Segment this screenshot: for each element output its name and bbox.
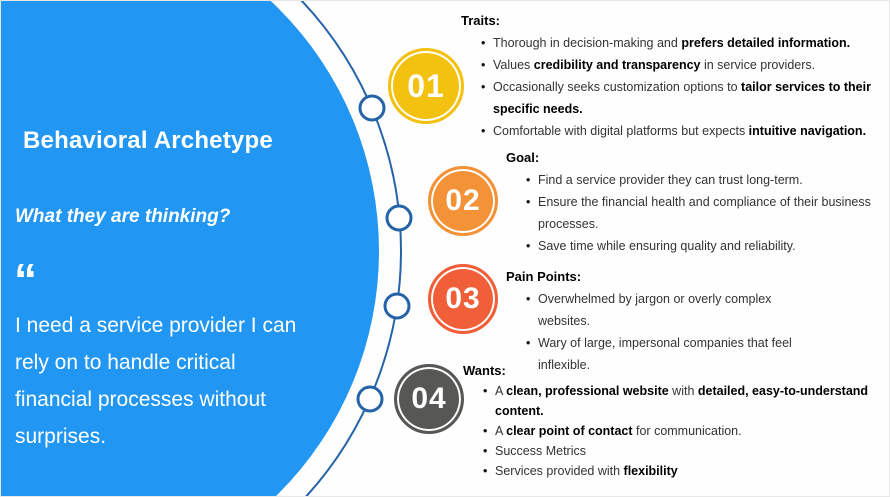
step-2-badge: 02 bbox=[428, 166, 498, 236]
pain-points-heading: Pain Points: bbox=[506, 269, 582, 284]
page-title: Behavioral Archetype bbox=[23, 127, 273, 154]
bullet-item: Thorough in decision-making and prefers … bbox=[481, 32, 887, 54]
thinking-subtitle: What they are thinking? bbox=[15, 206, 231, 227]
bullet-item: Ensure the financial health and complian… bbox=[526, 191, 884, 235]
bullet-item: Wary of large, impersonal companies that… bbox=[526, 332, 818, 376]
left-panel: Behavioral Archetype What they are think… bbox=[1, 1, 401, 496]
step-4-number: 04 bbox=[411, 382, 447, 415]
bullet-item: Save time while ensuring quality and rel… bbox=[526, 235, 884, 257]
goal-list: Find a service provider they can trust l… bbox=[506, 169, 884, 257]
goal-section: Goal: Find a service provider they can t… bbox=[506, 147, 884, 257]
wants-list: A clean, professional website with detai… bbox=[463, 381, 885, 481]
traits-heading: Traits: bbox=[461, 13, 501, 28]
timeline-arc bbox=[300, 1, 402, 496]
bullet-item: Success Metrics bbox=[483, 441, 885, 461]
quote-text: I need a service provider I can rely on … bbox=[15, 314, 297, 448]
step-3-number: 03 bbox=[445, 282, 481, 315]
step-2-number: 02 bbox=[445, 184, 481, 217]
bullet-item: Services provided with flexibility bbox=[483, 461, 885, 481]
goal-heading: Goal: bbox=[506, 150, 540, 165]
bullet-item: Overwhelmed by jargon or overly complex … bbox=[526, 288, 818, 332]
bullet-item: Occasionally seeks customization options… bbox=[481, 76, 887, 120]
pain-points-list: Overwhelmed by jargon or overly complex … bbox=[506, 288, 818, 376]
bullet-item: A clean, professional website with detai… bbox=[483, 381, 885, 421]
quote-icon: “ bbox=[14, 254, 37, 306]
pain-points-section: Pain Points: Overwhelmed by jargon or ov… bbox=[506, 266, 818, 376]
wants-heading: Wants: bbox=[463, 363, 506, 378]
traits-section: Traits: Thorough in decision-making and … bbox=[461, 10, 887, 142]
step-3-badge: 03 bbox=[428, 264, 498, 334]
archetype-blue-circle bbox=[1, 1, 379, 496]
timeline-node-1 bbox=[358, 94, 386, 122]
bullet-item: Values credibility and transparency in s… bbox=[481, 54, 887, 76]
bullet-item: Find a service provider they can trust l… bbox=[526, 169, 884, 191]
traits-list: Thorough in decision-making and prefers … bbox=[461, 32, 887, 142]
timeline-node-2 bbox=[385, 204, 413, 232]
timeline-node-3 bbox=[383, 292, 411, 320]
bullet-item: Comfortable with digital platforms but e… bbox=[481, 120, 887, 142]
bullet-item: A clear point of contact for communicati… bbox=[483, 421, 885, 441]
step-4-badge: 04 bbox=[394, 364, 464, 434]
timeline-node-4 bbox=[356, 385, 384, 413]
step-1-number: 01 bbox=[407, 67, 445, 104]
wants-section: Wants: A clean, professional website wit… bbox=[463, 361, 885, 481]
step-1-badge: 01 bbox=[388, 48, 464, 124]
